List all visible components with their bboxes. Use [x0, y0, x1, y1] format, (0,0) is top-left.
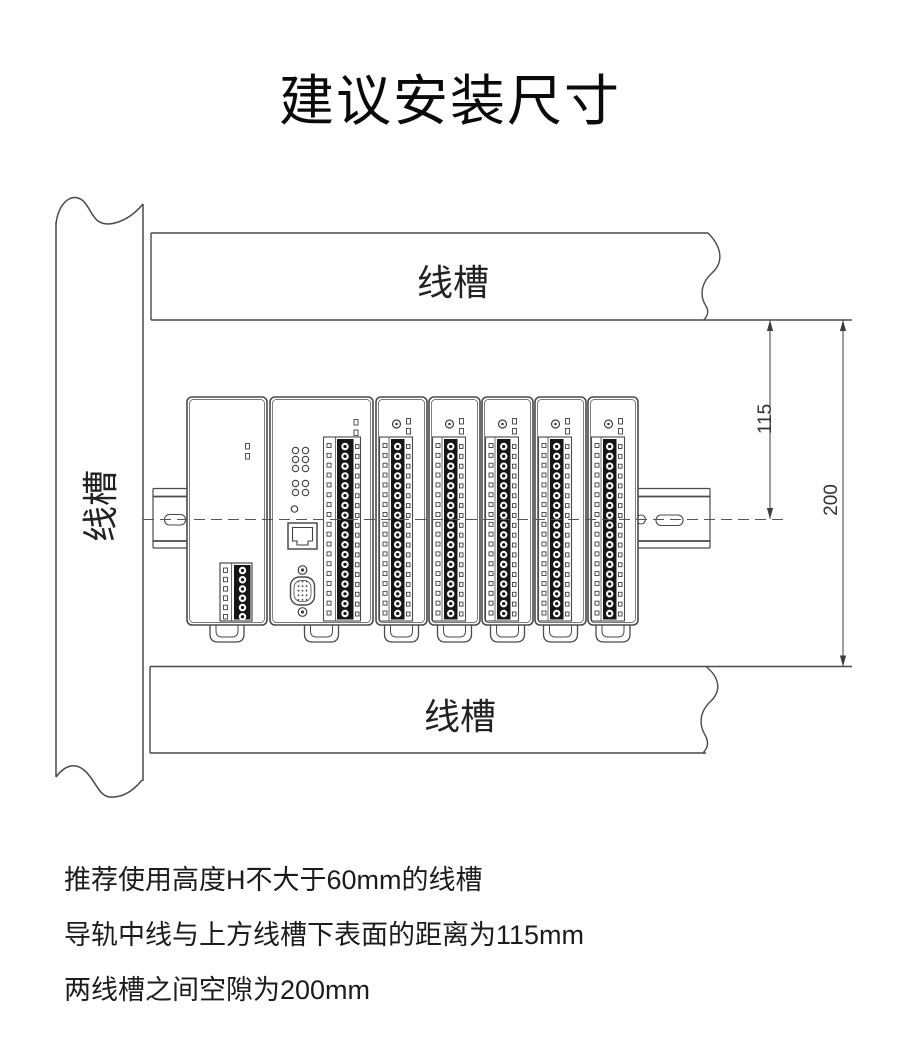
note-line: 两线槽之间空隙为200mm: [64, 975, 371, 1005]
din-rail: [152, 487, 711, 549]
plc-assembly: [186, 396, 639, 643]
ethernet-port-icon: [287, 522, 318, 550]
db9-connector-icon: [289, 565, 316, 617]
left-duct-label: 线槽: [80, 470, 121, 543]
dimension-200: [839, 320, 847, 667]
module-io: [534, 396, 587, 643]
module-io: [375, 396, 428, 643]
bottom-duct-label: 线槽: [423, 696, 496, 737]
dimension-200-label: 200: [821, 484, 842, 516]
dimension-115: [766, 320, 774, 519]
top-duct-label: 线槽: [416, 262, 489, 303]
module-io: [428, 396, 481, 643]
dimension-115-label: 115: [755, 403, 776, 435]
module-cpu: [269, 396, 374, 643]
note-line: 导轨中线与上方线槽下表面的距离为115mm: [64, 920, 585, 950]
top-duct: [150, 232, 852, 321]
module-io: [481, 396, 534, 643]
bottom-duct: [149, 665, 852, 754]
rail-slot-right: [655, 514, 684, 527]
left-duct: [55, 196, 144, 798]
note-line: 推荐使用高度H不大于60mm的线槽: [64, 865, 483, 895]
page-title: 建议安装尺寸: [278, 70, 621, 132]
module-io: [587, 396, 639, 643]
module-power: [186, 396, 268, 643]
